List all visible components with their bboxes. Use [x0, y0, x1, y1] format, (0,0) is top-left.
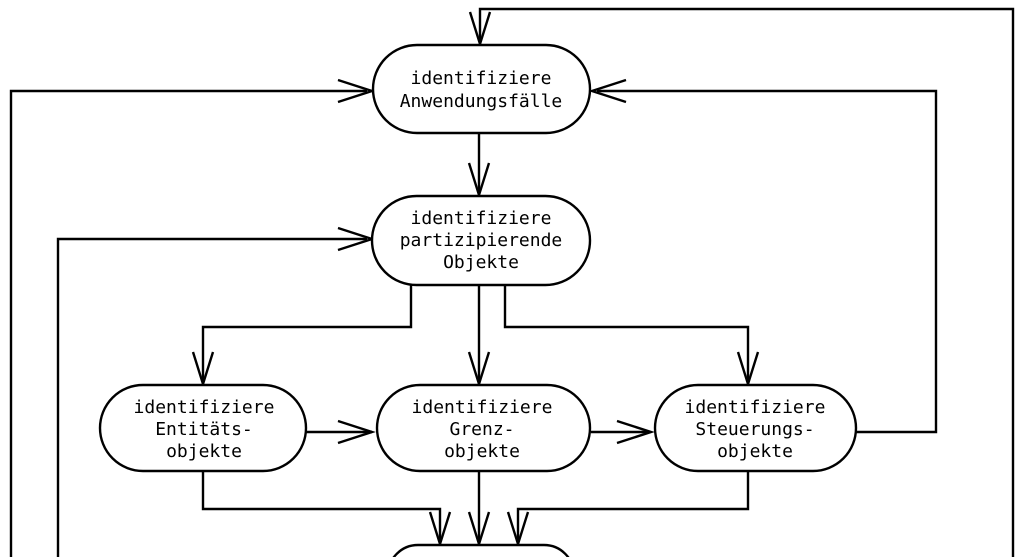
- node-grenz-line-2: Grenz-: [449, 419, 514, 440]
- edge-steuerungs-to-bottom: [516, 471, 750, 540]
- node-anwendungsfaelle-line-1: identifiziere: [411, 68, 552, 89]
- edge-entitaets-to-grenz-arrowhead-icon: [337, 419, 376, 445]
- node-anwendungsfaelle-line-2: Anwendungsfälle: [400, 91, 563, 112]
- node-steuerungs-line-3: objekte: [717, 441, 793, 462]
- node-entitaets-line-2: Entitäts-: [155, 419, 253, 440]
- edge-right-return-to-anwendungsfaelle: [597, 89, 938, 434]
- edge-layer: [9, 7, 1015, 557]
- node-steuerungs-line-1: identifiziere: [685, 397, 826, 418]
- edge-grenz-to-steuerungs-arrowhead-icon: [616, 419, 655, 445]
- node-grenz-shape[interactable]: [375, 383, 592, 473]
- node-anwendungsfaelle-shape[interactable]: [371, 43, 592, 135]
- edge-left-return-to-partizipierende: [56, 237, 367, 557]
- node-identifiziere-steuerungsobjekte[interactable]: identifiziere Steuerungs- objekte: [653, 383, 858, 473]
- node-bottom-partial-shape[interactable]: [388, 543, 574, 557]
- node-grenz-line-1: identifiziere: [412, 397, 553, 418]
- edge-partizipierende-to-steuerungs: [503, 285, 750, 380]
- edge-right-return-arrowhead-icon: [588, 78, 627, 104]
- edge-entitaets-to-bottom: [201, 471, 442, 540]
- node-identifiziere-partizipierende-objekte[interactable]: identifiziere partizipierende Objekte: [370, 194, 592, 287]
- node-identifiziere-anwendungsfaelle[interactable]: identifiziere Anwendungsfälle: [371, 43, 592, 135]
- edge-top-return-to-anwendungsfaelle: [478, 7, 1015, 557]
- node-layer: identifiziere Anwendungsfälle identifizi…: [98, 43, 858, 557]
- node-steuerungs-shape[interactable]: [653, 383, 858, 473]
- node-identifiziere-grenzobjekte[interactable]: identifiziere Grenz- objekte: [375, 383, 592, 473]
- node-entitaets-line-1: identifiziere: [134, 397, 275, 418]
- edge-left-return-to-anwendungsfaelle: [9, 89, 367, 557]
- node-steuerungs-line-2: Steuerungs-: [695, 419, 814, 440]
- node-entitaets-shape[interactable]: [98, 383, 308, 473]
- node-partizipierende-shape[interactable]: [370, 194, 592, 287]
- node-partizipierende-line-1: identifiziere: [411, 208, 552, 229]
- node-entitaets-line-3: objekte: [166, 441, 242, 462]
- node-partizipierende-line-3: Objekte: [443, 252, 519, 273]
- node-identifiziere-entitaetsobjekte[interactable]: identifiziere Entitäts- objekte: [98, 383, 308, 473]
- node-bottom-cut-off[interactable]: [388, 543, 574, 557]
- node-grenz-line-3: objekte: [444, 441, 520, 462]
- edge-partizipierende-to-entitaets: [201, 285, 413, 380]
- node-partizipierende-line-2: partizipierende: [400, 230, 563, 251]
